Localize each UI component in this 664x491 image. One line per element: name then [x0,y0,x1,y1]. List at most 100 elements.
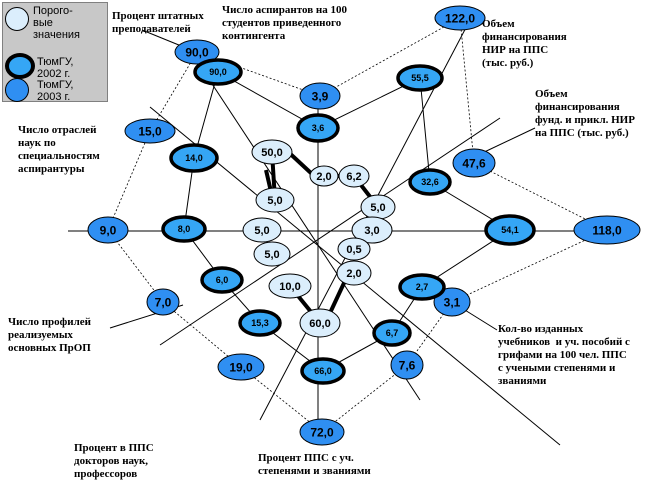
node-value: 7,0 [155,295,172,309]
node-ellipse [452,148,496,178]
node-y2002-southeast: 6,7 [372,319,412,347]
node-ellipse [336,260,372,286]
node-threshold-profiles: 5,0 [253,241,291,267]
node-value: 32,6 [421,177,439,187]
node-ellipse [398,273,446,301]
node-ellipse [299,82,341,110]
node-ellipse [299,308,341,338]
legend-2002-symbol [5,53,35,79]
node-value: 118,0 [592,223,622,237]
axis-diagonal-2 [159,117,501,346]
node-y2002-staff: 90,0 [193,58,243,86]
label-textbooks: Кол-во изданных учебников и уч. пособий … [498,323,630,387]
node-threshold-aspirants: 2,0 [309,165,339,187]
polygon-2002 [183,71,511,372]
node-ellipse [300,357,346,385]
node-threshold-west: 5,0 [242,217,282,243]
node-value: 5,0 [264,249,279,261]
node-ellipse [351,216,393,244]
legend-threshold-symbol [5,7,29,31]
node-y2003-profiles: 7,0 [146,288,180,316]
label-nir-pps: Объем финансирования НИР на ППС (тыс. ру… [482,18,567,69]
node-value: 55,5 [411,73,429,83]
node-value: 7,6 [399,358,416,372]
node-ellipse [253,241,291,267]
nodes-layer: 3,9 3,6 2,0 122,0 55,5 6,2 47,6 32,6 5,0 118,0 54,… [87,5,641,446]
node-y2003-west: 9,0 [87,216,129,244]
node-ellipse [146,288,180,316]
label-fund-nir: Объем финансирования фунд. и прикл. НИР … [535,88,635,139]
label-aspirants: Число аспирантов на 100 студентов привед… [222,4,347,42]
node-y2002-textbooks: 2,7 [398,273,446,301]
node-y2003-fund_nir: 47,6 [452,148,496,178]
node-y2003-branches: 15,0 [124,118,176,144]
node-ellipse [251,139,293,165]
label-profiles: Число профилей реализуемых основных ПрОП [8,316,92,354]
legend-2002-label: ТюмГУ, 2002 г. [37,56,74,80]
node-ellipse [484,214,536,246]
node-value: 3,9 [312,89,329,103]
node-ellipse [200,266,244,294]
node-ellipse [299,418,345,446]
node-ellipse [238,309,282,337]
node-y2002-aspirants: 3,6 [296,113,340,143]
node-ellipse [174,39,220,65]
node-ellipse [434,5,486,31]
label-staff: Процент штатных преподавателей [112,10,204,35]
node-threshold-fund_nir: 5,0 [360,194,396,220]
node-threshold-branches: 5,0 [255,187,295,213]
node-threshold-nir_pps: 6,2 [338,164,370,188]
node-threshold-pps_degrees: 60,0 [299,308,341,338]
node-ellipse [193,58,243,86]
node-y2003-nir_pps: 122,0 [434,5,486,31]
node-value: 3,0 [364,225,379,237]
node-ellipse [573,215,641,245]
node-y2002-east: 54,1 [484,214,536,246]
node-ellipse [408,168,452,196]
node-y2002-west: 8,0 [161,215,207,243]
node-ellipse [255,187,295,213]
node-y2002-doctors: 15,3 [238,309,282,337]
node-value: 60,0 [309,318,330,330]
node-value: 47,6 [462,156,486,170]
node-ellipse [242,217,282,243]
node-ellipse [372,319,412,347]
node-y2003-staff: 90,0 [174,39,220,65]
node-value: 3,1 [444,295,461,309]
node-value: 19,0 [229,360,253,374]
node-value: 72,0 [310,425,334,439]
node-ellipse [87,216,129,244]
node-value: 9,0 [100,223,117,237]
threshold-segment [328,282,346,314]
node-value: 15,0 [138,124,162,138]
node-value: 6,7 [386,328,399,338]
node-y2003-southeast: 7,6 [390,350,424,380]
node-y2002-branches: 14,0 [169,143,219,173]
node-value: 50,0 [261,147,282,159]
node-value: 2,0 [316,171,331,183]
node-value: 2,7 [416,282,429,292]
node-value: 90,0 [185,45,209,59]
node-ellipse [268,273,312,299]
label-pps-degrees: Процент ППС с уч. степенями и званиями [258,452,371,477]
node-value: 5,0 [254,225,269,237]
node-y2002-nir_pps: 55,5 [396,64,444,92]
node-ellipse [124,118,176,144]
node-value: 0,5 [346,244,361,256]
legend-2003-label: ТюмГУ, 2003 г. [37,79,74,103]
node-value: 10,0 [279,281,300,293]
node-value: 54,1 [501,225,519,235]
node-y2003-pps_degrees: 72,0 [299,418,345,446]
node-threshold-doctors: 10,0 [268,273,312,299]
node-ellipse [296,113,340,143]
node-ellipse [309,165,339,187]
node-value: 6,2 [346,171,361,183]
node-value: 66,0 [314,366,332,376]
node-value: 2,0 [346,268,361,280]
node-value: 15,3 [251,318,269,328]
legend-2003-symbol [5,78,29,102]
node-ellipse [169,143,219,173]
node-value: 90,0 [209,67,227,77]
node-value: 5,0 [267,195,282,207]
node-y2003-textbooks: 3,1 [433,287,471,317]
